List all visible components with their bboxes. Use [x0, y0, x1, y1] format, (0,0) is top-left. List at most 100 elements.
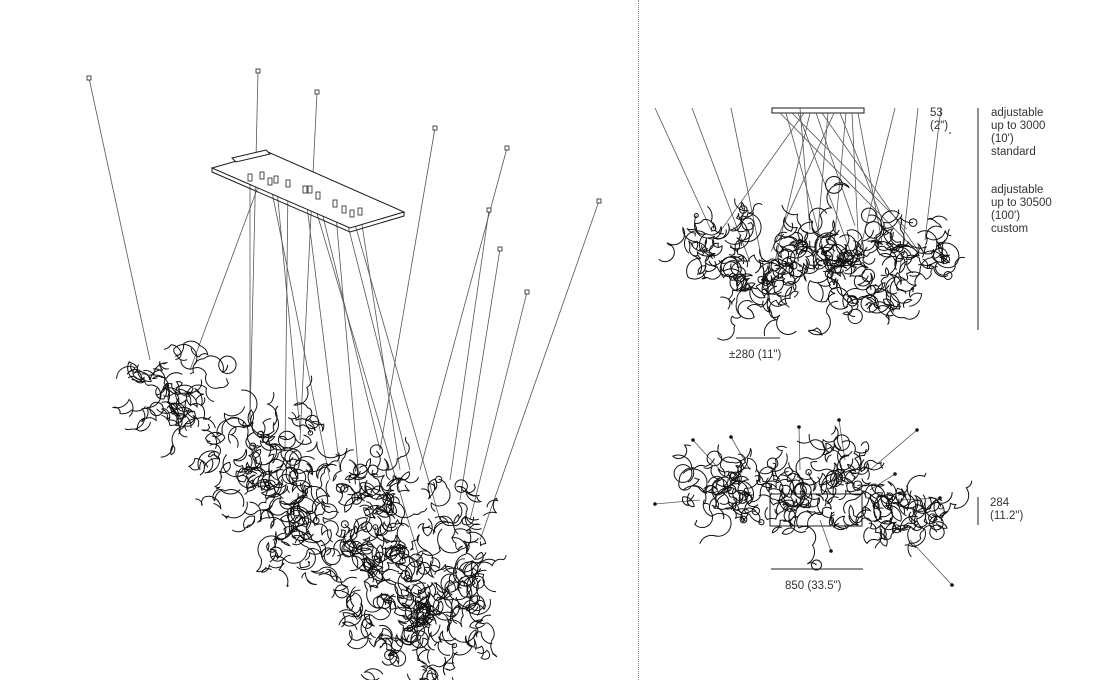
front-wire-tangle — [763, 306, 777, 337]
perspective-wire-tangle — [241, 389, 275, 436]
perspective-wire-tangle — [116, 365, 161, 399]
perspective-wire-tangle — [417, 649, 431, 666]
perspective-wire-tangle — [287, 414, 311, 434]
front-wire-tangle — [879, 246, 912, 266]
perspective-wire-tangle — [385, 436, 410, 471]
front-wire-tangle-ring — [777, 248, 796, 267]
front-wire-tangle-ring — [828, 280, 838, 290]
perspective-wire-tangle — [247, 479, 280, 498]
perspective-socket — [357, 207, 363, 216]
perspective-wire-tangle — [342, 523, 375, 552]
plan-wire-tangle — [771, 462, 780, 480]
perspective-wire-tangle — [447, 599, 473, 628]
front-wire-tangle — [876, 289, 902, 311]
perspective-wire-tangle-ring — [435, 475, 443, 483]
custom-drop-line: (100') — [991, 210, 1021, 222]
front-wire-tangle — [761, 275, 803, 295]
plan-wire-tangle — [906, 472, 927, 499]
perspective-wire-tangle — [271, 538, 322, 564]
perspective-wire-tangle — [289, 517, 334, 543]
perspective-wire-tangle — [368, 632, 384, 648]
perspective-wire-tangle — [245, 431, 291, 481]
front-drop-cable — [815, 112, 829, 251]
perspective-wire-tangle — [370, 485, 395, 501]
plan-wire-tangle-ring — [794, 482, 812, 500]
plan-wire-tangle-ring — [833, 434, 850, 451]
perspective-wire-tangle — [276, 479, 310, 525]
perspective-wire-tangle — [401, 615, 426, 627]
perspective-wire-tangle — [400, 589, 431, 615]
perspective-wire-tangle — [261, 478, 276, 491]
front-wire-tangle — [835, 254, 849, 269]
perspective-wire-tangle — [354, 525, 368, 535]
perspective-wire-tangle — [257, 485, 291, 497]
perspective-wire-tangle — [428, 667, 454, 680]
perspective-wire-tangle — [194, 387, 206, 407]
front-wire-tangle — [873, 266, 890, 294]
perspective-wire-tangle — [382, 518, 404, 532]
perspective-wire-tangle — [257, 457, 285, 487]
front-wire-tangle-ring — [796, 248, 803, 255]
plan-wire-tangle — [868, 522, 888, 547]
perspective-wire-tangle — [482, 497, 499, 517]
perspective-cable — [479, 200, 600, 541]
plan-wire-tangle — [729, 475, 750, 496]
perspective-wire-tangle — [111, 398, 147, 417]
plan-wire-tangle — [808, 472, 817, 492]
perspective-wire-tangle — [259, 430, 276, 451]
plan-wire-tangle — [874, 507, 893, 549]
plan-wire-tangle — [843, 490, 884, 514]
perspective-wire-tangle — [409, 582, 434, 599]
front-wire-tangle — [736, 203, 763, 246]
plan-wire-tangle — [783, 508, 798, 529]
perspective-wire-tangle — [167, 389, 194, 413]
perspective-drop-cable — [359, 211, 401, 471]
perspective-wire-tangle — [255, 535, 292, 573]
plan-wire-tangle — [738, 457, 758, 473]
body-height-value: 284 — [990, 497, 1010, 509]
front-wire-tangle — [658, 226, 699, 263]
perspective-wire-tangle — [453, 635, 476, 656]
front-wire-tangle-ring — [723, 261, 740, 278]
plan-wire-tangle — [806, 499, 832, 515]
front-wire-tangle — [754, 258, 780, 274]
perspective-wire-tangle — [316, 463, 337, 508]
custom-drop-line: adjustable — [991, 184, 1044, 196]
front-wire-tangle — [889, 303, 920, 320]
plan-wire-tangle-ring — [766, 457, 779, 470]
front-drop-cable — [857, 112, 883, 243]
perspective-wire-tangle — [425, 600, 451, 633]
front-wire-tangle — [766, 297, 790, 314]
plan-wire-tangle — [796, 511, 817, 566]
perspective-wire-tangle — [178, 418, 198, 438]
plan-anchor — [915, 428, 919, 432]
perspective-wire-tangle — [237, 467, 276, 517]
perspective-wire-tangle — [223, 406, 246, 448]
plan-wire-tangle — [841, 440, 862, 471]
plan-wire-tangle-ring — [739, 515, 748, 524]
perspective-wire-tangle — [456, 483, 480, 497]
perspective-cables — [88, 70, 600, 561]
plan-wire-tangle — [712, 505, 725, 520]
front-wire-tangle — [781, 204, 809, 244]
canopy-width-label: ±280 (11") — [729, 349, 782, 361]
perspective-wire-tangle — [457, 573, 497, 593]
perspective-wire-tangle — [272, 458, 295, 486]
front-wire-tangle-ring — [736, 273, 746, 283]
perspective-cable — [379, 127, 436, 451]
perspective-wire-tangle — [155, 386, 171, 405]
perspective-wire-tangle — [448, 605, 477, 647]
perspective-wire-tangle — [124, 421, 151, 432]
plan-wire-tangle — [732, 447, 752, 481]
perspective-wire-tangle — [206, 433, 226, 445]
front-wire-tangle — [729, 244, 748, 268]
canopy-height-imperial: (2") — [930, 120, 949, 132]
perspective-wire-tangle-ring — [415, 606, 434, 625]
plan-wire-cluster — [672, 425, 973, 571]
plan-wire-tangle — [769, 492, 795, 506]
front-drop-cable — [779, 112, 917, 252]
perspective-cable — [449, 209, 490, 481]
plan-wire-tangle — [827, 470, 856, 496]
body-length-label: 850 (33.5") — [785, 580, 842, 592]
perspective-wire-tangle — [433, 582, 445, 595]
